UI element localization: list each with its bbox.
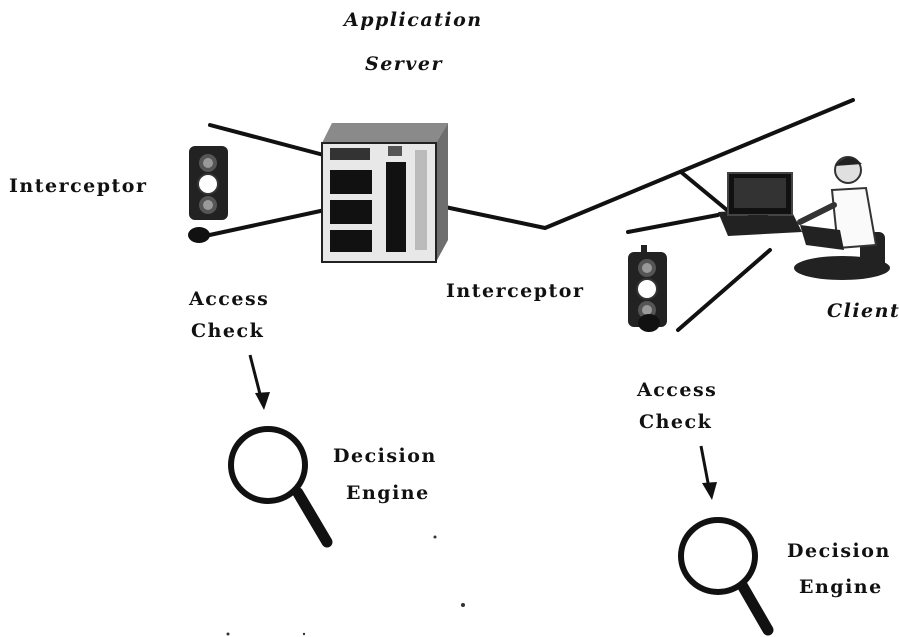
access-check-right-line1: Access [637,379,718,401]
arrow-right-head [702,482,717,500]
magnifying-glass-left-icon [228,426,333,548]
arrow-left-shaft [248,354,263,399]
interceptor-left-label: Interceptor [9,175,148,197]
app-server-label-line2: Server [365,53,443,75]
traffic-light-right-icon [628,245,667,332]
access-check-left-line1: Access [189,288,270,310]
arrow-right-shaft [699,445,711,489]
decision-engine-right-line2: Engine [799,576,883,598]
line-server-to-network [443,98,855,231]
line-server-to-interceptor-left [203,208,327,238]
arrows [248,354,717,500]
line-right-upper [626,213,720,234]
decision-engine-right-line1: Decision [787,540,891,562]
line-server-top-left [208,123,337,160]
interceptor-mid-label: Interceptor [446,280,585,302]
access-check-right-line2: Check [639,411,713,433]
app-server-label-line1: Application [344,9,483,31]
server-icon [321,123,448,263]
scan-dots [226,535,465,636]
magnifying-glass-right-icon [678,517,774,636]
traffic-light-left-icon [188,146,228,243]
decision-engine-left-line1: Decision [333,445,437,467]
computer-user-icon [718,156,890,280]
client-label: Client [827,300,899,322]
decision-engine-left-line2: Engine [346,482,430,504]
line-client-to-interceptor [676,248,772,332]
network-lines [203,98,855,332]
line-branch-to-client [679,170,735,217]
access-check-left-line2: Check [191,320,265,342]
arrow-left-head [255,392,270,410]
